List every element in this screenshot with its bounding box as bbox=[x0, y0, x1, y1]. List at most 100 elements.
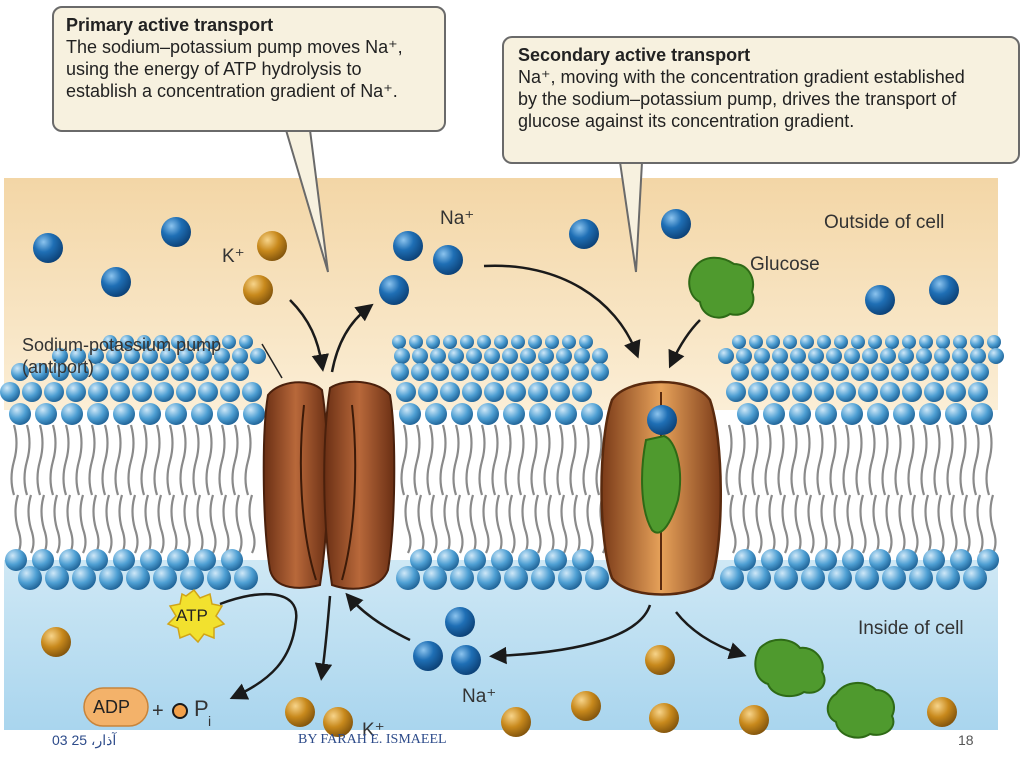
lipid-tail bbox=[192, 424, 200, 496]
phospholipid-head bbox=[220, 382, 240, 402]
lipid-tail bbox=[469, 494, 477, 554]
phospholipid-head bbox=[988, 348, 1004, 364]
adp-label: ADP bbox=[93, 697, 131, 717]
phospholipid-head bbox=[477, 403, 499, 425]
lipid-tail bbox=[127, 424, 135, 496]
lipid-tail bbox=[443, 494, 451, 554]
sodium-ion bbox=[379, 275, 409, 305]
lipid-tail bbox=[36, 424, 44, 496]
phospholipid-head bbox=[953, 335, 967, 349]
lipid-tail bbox=[491, 424, 499, 496]
lipid-tail bbox=[833, 494, 841, 554]
phospholipid-head bbox=[214, 348, 230, 364]
lipid-tail bbox=[582, 424, 590, 496]
lipid-tail bbox=[170, 494, 178, 554]
lipid-tail bbox=[985, 424, 993, 496]
lipid-tail bbox=[231, 424, 239, 496]
phospholipid-head bbox=[952, 348, 968, 364]
lipid-tail bbox=[131, 494, 139, 554]
phospholipid-head bbox=[32, 549, 54, 571]
lipid-tail bbox=[504, 424, 512, 496]
lipid-tail bbox=[75, 424, 83, 496]
phospholipid-head bbox=[110, 382, 130, 402]
phospholipid-head bbox=[440, 382, 460, 402]
lipid-tail bbox=[959, 424, 967, 496]
lipid-tail bbox=[27, 494, 35, 554]
sodium-ion bbox=[101, 267, 131, 297]
phospholipid-head bbox=[562, 335, 576, 349]
lipid-tail bbox=[907, 424, 915, 496]
inside-of-cell-label: Inside of cell bbox=[858, 618, 964, 639]
phospholipid-head bbox=[5, 549, 27, 571]
primary-title: Primary active transport bbox=[66, 15, 274, 35]
lipid-tail bbox=[10, 424, 18, 496]
lipid-tail bbox=[183, 494, 191, 554]
phospholipid-head bbox=[862, 348, 878, 364]
phospholipid-head bbox=[790, 348, 806, 364]
lipid-tail bbox=[196, 494, 204, 554]
phospholipid-head bbox=[126, 566, 150, 590]
phospholipid-head bbox=[934, 348, 950, 364]
lipid-tail bbox=[764, 424, 772, 496]
sodium-ion bbox=[413, 641, 443, 671]
phospholipid-head bbox=[471, 363, 489, 381]
phospholipid-head bbox=[977, 549, 999, 571]
phospholipid-head bbox=[250, 348, 266, 364]
phospholipid-head bbox=[815, 403, 837, 425]
phospholipid-head bbox=[87, 403, 109, 425]
lipid-tail bbox=[738, 424, 746, 496]
phospholipid-head bbox=[766, 335, 780, 349]
phospholipid-head bbox=[466, 348, 482, 364]
phospholipid-head bbox=[59, 549, 81, 571]
phospholipid-head bbox=[191, 403, 213, 425]
potassium-ion bbox=[323, 707, 353, 737]
phospholipid-head bbox=[462, 382, 482, 402]
phospholipid-head bbox=[207, 566, 231, 590]
phospholipid-head bbox=[963, 566, 987, 590]
sodium-ion bbox=[161, 217, 191, 247]
phospholipid-head bbox=[103, 335, 117, 349]
lipid-tail bbox=[166, 424, 174, 496]
phospholipid-head bbox=[518, 549, 540, 571]
phospholipid-head bbox=[987, 335, 1001, 349]
phospholipid-head bbox=[409, 335, 423, 349]
lipid-tail bbox=[118, 494, 126, 554]
phospholipid-head bbox=[396, 382, 416, 402]
lipid-tail bbox=[859, 494, 867, 554]
phospholipid-head bbox=[585, 566, 609, 590]
phospholipid-head bbox=[572, 382, 592, 402]
phospholipid-head bbox=[491, 363, 509, 381]
phospholipid-head bbox=[880, 382, 900, 402]
phospholipid-head bbox=[430, 348, 446, 364]
phospholipid-head bbox=[844, 348, 860, 364]
phosphate-subscript: i bbox=[208, 713, 212, 729]
lipid-tail bbox=[725, 424, 733, 496]
phospholipid-head bbox=[106, 348, 122, 364]
lipid-tail bbox=[777, 424, 785, 496]
lipid-tail bbox=[755, 494, 763, 554]
phospholipid-head bbox=[142, 348, 158, 364]
phospholipid-head bbox=[545, 335, 559, 349]
lipid-tail bbox=[920, 424, 928, 496]
phospholipid-head bbox=[31, 363, 49, 381]
outside-of-cell-label: Outside of cell bbox=[824, 212, 945, 233]
phospholipid-head bbox=[591, 363, 609, 381]
phospholipid-head bbox=[909, 566, 933, 590]
glucose-molecule bbox=[826, 682, 895, 739]
phospholipid-head bbox=[971, 363, 989, 381]
lipid-tail bbox=[989, 494, 997, 554]
phospholipid-head bbox=[18, 566, 42, 590]
phospholipid-head bbox=[931, 363, 949, 381]
phospholipid-head bbox=[968, 382, 988, 402]
lipid-tail bbox=[79, 494, 87, 554]
phospholipid-heads bbox=[0, 335, 1004, 590]
lipid-tails bbox=[10, 424, 997, 554]
phospholipid-head bbox=[217, 403, 239, 425]
pump-label-pointer bbox=[261, 343, 283, 379]
lipid-tail bbox=[153, 424, 161, 496]
flow-arrows bbox=[219, 264, 747, 700]
phospholipid-head bbox=[178, 348, 194, 364]
lipid-tail bbox=[846, 494, 854, 554]
phospholipid-head bbox=[529, 403, 551, 425]
phospholipid-head bbox=[426, 335, 440, 349]
